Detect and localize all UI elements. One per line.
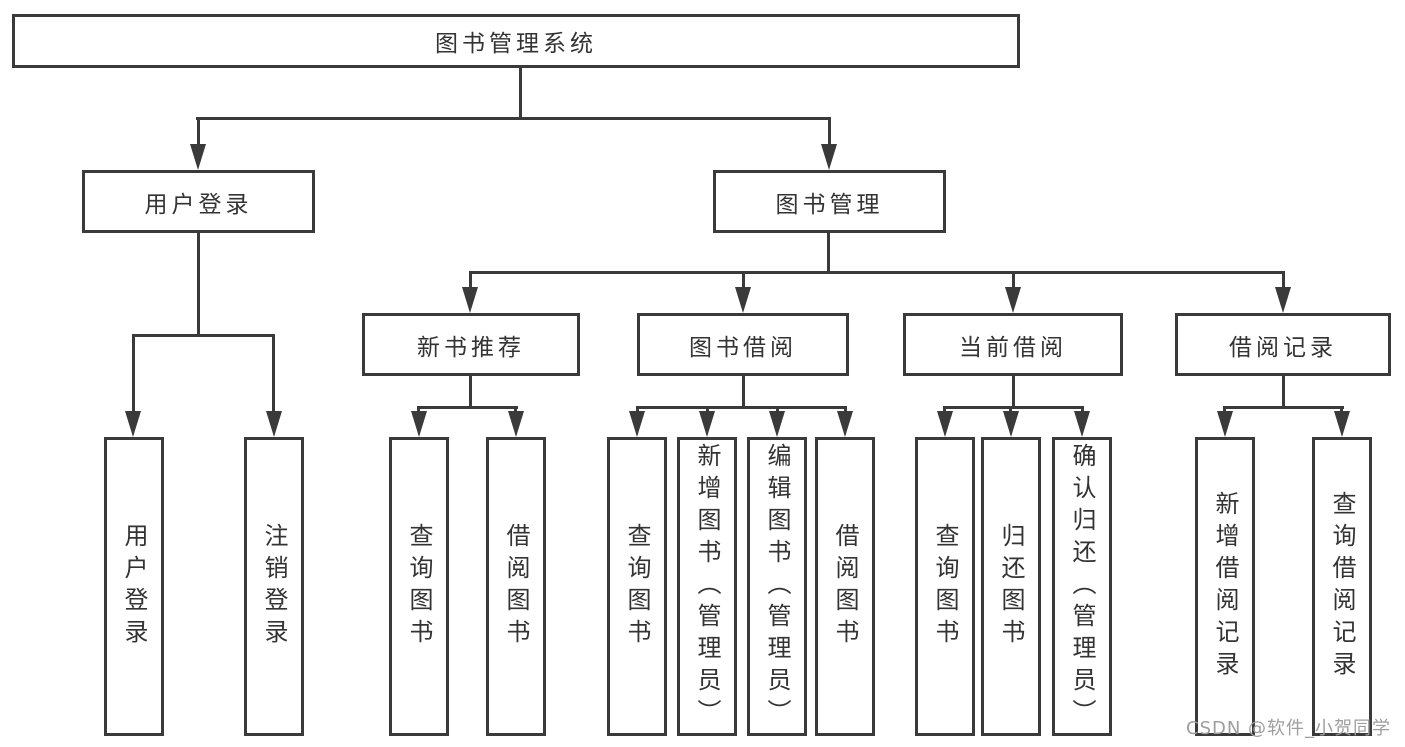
leaf-logout: 注销登录 <box>244 437 304 736</box>
leaf-label: 编辑图书（管理员） <box>763 442 791 731</box>
leaf-label: 归还图书 <box>997 522 1025 651</box>
leaf-label: 查询图书 <box>931 522 959 651</box>
leaf-label: 确认归还（管理员） <box>1068 442 1096 731</box>
node-label: 新书推荐 <box>417 334 525 361</box>
node-label: 用户登录 <box>144 191 253 218</box>
arrowhead-borrow-books-2-icon <box>837 411 853 437</box>
connector-drop-confirm-return <box>1081 406 1084 413</box>
leaf-query-books-2: 查询图书 <box>607 437 667 736</box>
leaf-label: 查询图书 <box>405 522 433 651</box>
node-label: 图书管理系统 <box>435 31 597 57</box>
leaf-query-books-1: 查询图书 <box>389 437 449 736</box>
arrowhead-query-books-3-icon <box>937 411 953 437</box>
arrowhead-add-borrowing-record-icon <box>1217 411 1233 437</box>
arrowhead-add-books-icon <box>699 411 715 437</box>
leaf-label: 借阅图书 <box>831 522 859 651</box>
arrowhead-current-borrowing-icon <box>1005 287 1021 313</box>
leaf-label: 查询图书 <box>623 522 651 651</box>
arrowhead-new-book-recommendation-icon <box>462 287 478 313</box>
arrowhead-user-login-icon <box>190 144 206 170</box>
arrowhead-borrow-books-1-icon <box>508 411 524 437</box>
connector-new-book-recommendation-branch <box>417 406 518 409</box>
leaf-confirm-return-admin: 确认归还（管理员） <box>1052 437 1112 736</box>
leaf-label: 新增图书（管理员） <box>693 442 721 731</box>
node-borrowing-records: 借阅记录 <box>1175 313 1391 376</box>
connector-current-borrowing-trunk <box>1012 376 1015 407</box>
arrowhead-query-books-2-icon <box>629 411 645 437</box>
leaf-return-books: 归还图书 <box>981 437 1041 736</box>
node-library-management-system: 图书管理系统 <box>12 14 1020 68</box>
arrowhead-book-management-icon <box>821 144 837 170</box>
connector-drop-query-books-2 <box>636 406 639 413</box>
node-book-management: 图书管理 <box>713 170 946 233</box>
connector-new-book-recommendation-trunk <box>469 376 472 407</box>
connector-drop-leaf-logout <box>272 334 275 413</box>
connector-drop-return-books <box>1009 406 1012 413</box>
arrowhead-edit-books-icon <box>769 411 785 437</box>
node-book-borrowing: 图书借阅 <box>637 313 849 376</box>
connector-drop-current-borrowing <box>1012 271 1015 289</box>
connector-book-borrowing-trunk <box>742 376 745 407</box>
connector-drop-query-borrowing-record <box>1340 406 1343 413</box>
arrowhead-return-books-icon <box>1003 411 1019 437</box>
connector-borrowing-records-branch <box>1223 406 1344 409</box>
connector-drop-book-management <box>828 117 831 146</box>
leaf-label: 用户登录 <box>120 522 148 651</box>
connector-book-borrowing-branch <box>636 406 847 409</box>
leaf-label: 借阅图书 <box>502 522 530 651</box>
leaf-add-books-admin: 新增图书（管理员） <box>677 437 737 736</box>
node-label: 当前借阅 <box>959 334 1067 361</box>
arrowhead-query-borrowing-record-icon <box>1334 411 1350 437</box>
arrowhead-leaf-logout-icon <box>266 411 282 437</box>
leaf-add-borrowing-record: 新增借阅记录 <box>1195 437 1255 736</box>
leaf-label: 注销登录 <box>260 522 288 651</box>
leaf-user-login: 用户登录 <box>104 437 164 736</box>
connector-user-login-branch <box>132 334 274 337</box>
node-user-login: 用户登录 <box>82 170 315 233</box>
node-label: 图书借阅 <box>689 334 797 361</box>
arrowhead-query-books-1-icon <box>411 411 427 437</box>
connector-root-trunk <box>519 68 522 118</box>
connector-drop-query-books-3 <box>943 406 946 413</box>
connector-drop-add-books <box>706 406 709 413</box>
connector-drop-new-book-recommendation <box>469 271 472 289</box>
node-label: 借阅记录 <box>1229 334 1337 361</box>
connector-user-login-trunk <box>197 233 200 335</box>
connector-drop-query-books-1 <box>417 406 420 413</box>
connector-book-management-trunk <box>827 233 830 272</box>
connector-drop-edit-books <box>776 406 779 413</box>
node-label: 图书管理 <box>775 191 884 218</box>
connector-drop-leaf-user-login <box>132 334 135 413</box>
leaf-label: 新增借阅记录 <box>1211 490 1239 683</box>
connector-drop-book-borrowing <box>742 271 745 289</box>
leaf-borrow-books-2: 借阅图书 <box>815 437 875 736</box>
connector-current-borrowing-branch <box>943 406 1084 409</box>
connector-drop-add-borrowing-record <box>1223 406 1226 413</box>
connector-drop-borrow-books-2 <box>844 406 847 413</box>
connector-drop-borrow-books-1 <box>514 406 517 413</box>
connector-drop-user-login <box>197 117 200 146</box>
connector-drop-borrowing-records <box>1282 271 1285 289</box>
arrowhead-borrowing-records-icon <box>1275 287 1291 313</box>
leaf-label: 查询借阅记录 <box>1328 490 1356 683</box>
arrowhead-book-borrowing-icon <box>735 287 751 313</box>
leaf-borrow-books-1: 借阅图书 <box>486 437 546 736</box>
leaf-edit-books-admin: 编辑图书（管理员） <box>747 437 807 736</box>
leaf-query-borrowing-record: 查询借阅记录 <box>1312 437 1372 736</box>
leaf-query-books-3: 查询图书 <box>915 437 975 736</box>
connector-book-management-branch <box>469 271 1285 274</box>
node-current-borrowing: 当前借阅 <box>903 313 1123 376</box>
connector-borrowing-records-trunk <box>1282 376 1285 407</box>
arrowhead-confirm-return-icon <box>1074 411 1090 437</box>
watermark: CSDN @软件_小贺同学 <box>1186 718 1392 739</box>
connector-root-branch <box>196 117 831 120</box>
node-new-book-recommendation: 新书推荐 <box>362 313 580 376</box>
arrowhead-leaf-user-login-icon <box>125 411 141 437</box>
